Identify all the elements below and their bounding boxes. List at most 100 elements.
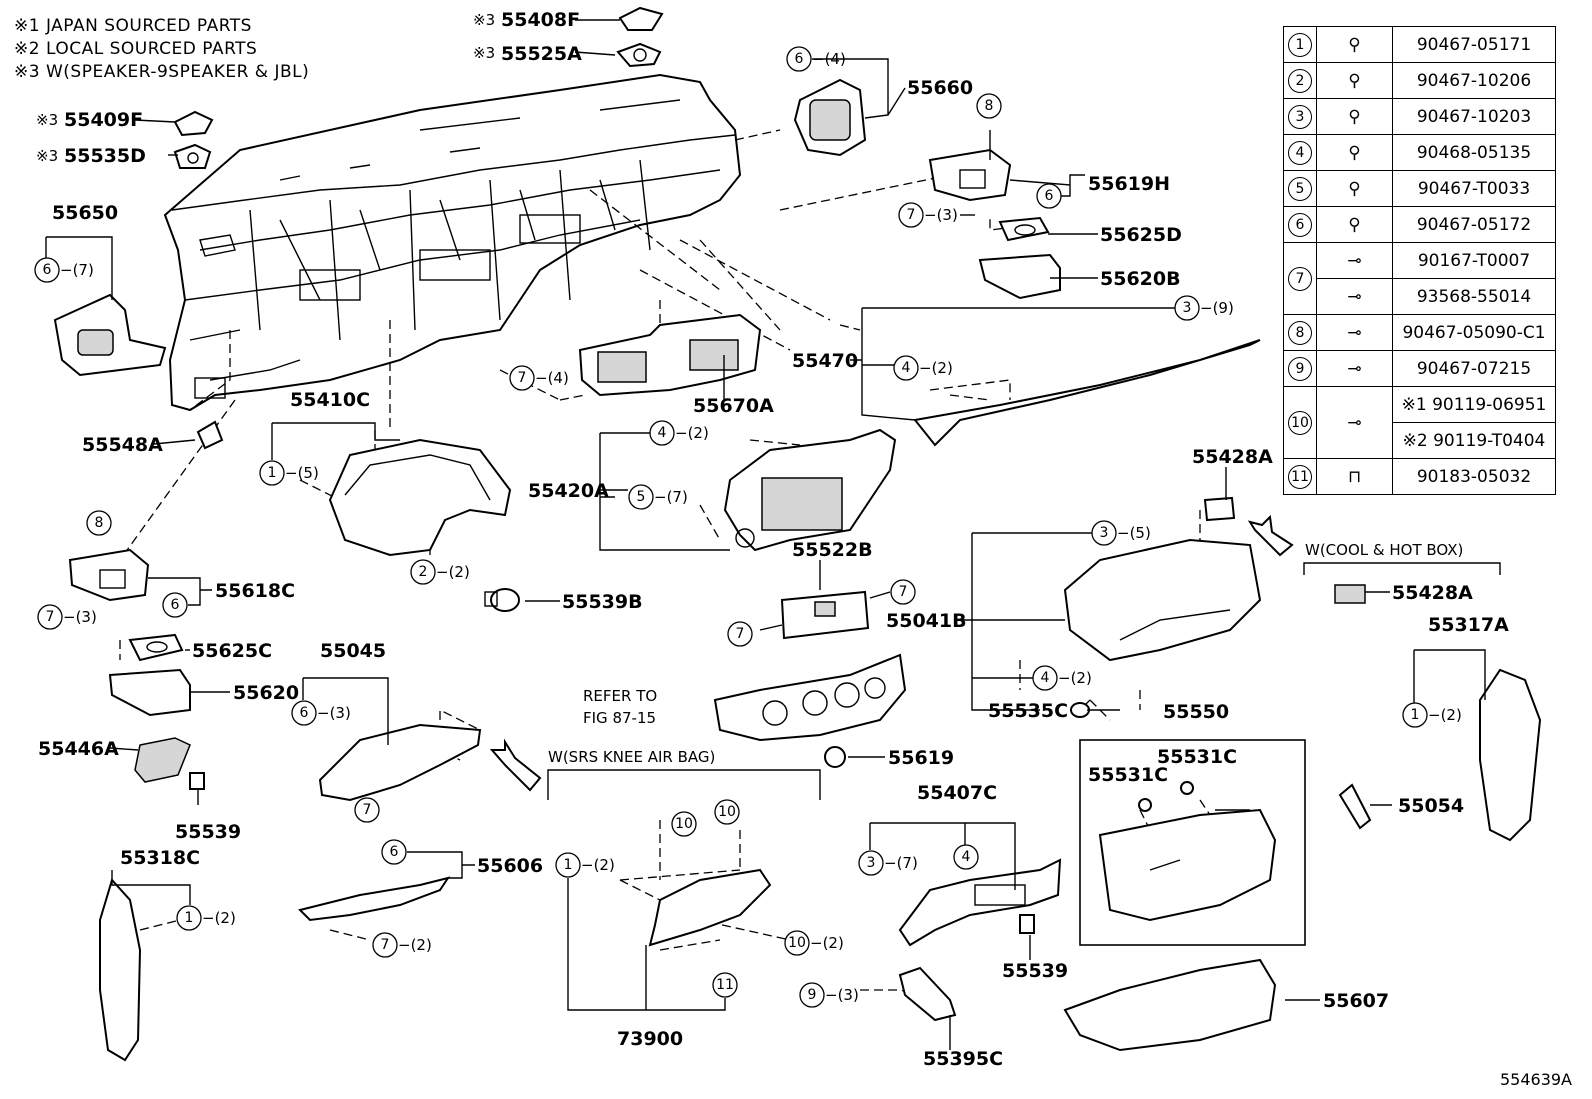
svg-text:4: 4 bbox=[962, 849, 971, 865]
ref-circle: 6 bbox=[381, 839, 407, 865]
ref-circle: 1 bbox=[259, 460, 285, 486]
ref-circle: 7 bbox=[727, 621, 753, 647]
legend-row: 7 ⊸ 90167-T0007 bbox=[1283, 242, 1556, 315]
ref-qty: −(2) bbox=[1058, 669, 1092, 687]
label-55607: 55607 bbox=[1323, 990, 1389, 1012]
legend-part-number: ※1 90119-06951 bbox=[1392, 386, 1556, 423]
legend-index: 5 bbox=[1283, 170, 1317, 207]
legend-part-number: 90467-10203 bbox=[1392, 98, 1556, 135]
legend-index: 10 bbox=[1283, 386, 1317, 459]
svg-text:8: 8 bbox=[95, 515, 104, 531]
label-55670A: 55670A bbox=[693, 395, 774, 417]
vent-55446A bbox=[134, 737, 191, 783]
label-55660: 55660 bbox=[907, 77, 973, 99]
legend-index: 4 bbox=[1283, 134, 1317, 171]
ref-circle: 4 bbox=[1032, 665, 1058, 691]
svg-text:7: 7 bbox=[46, 609, 55, 625]
fastener-legend-table: 1 ⚲ 90467-05171 2 ⚲ 90467-10206 3 ⚲ 9046… bbox=[1283, 26, 1556, 495]
clip-55531C-b bbox=[1180, 781, 1194, 795]
svg-text:11: 11 bbox=[716, 977, 734, 993]
legend-part-number: 90467-T0033 bbox=[1392, 170, 1556, 207]
lower-cover-55606 bbox=[298, 876, 451, 922]
ref-qty: −(7) bbox=[654, 488, 688, 506]
ref-circle: 11 bbox=[712, 972, 738, 998]
svg-text:7: 7 bbox=[363, 802, 372, 818]
speaker-grille-55525A bbox=[616, 42, 662, 68]
display-55522B bbox=[780, 590, 870, 640]
note-local-sourced: ※2 LOCAL SOURCED PARTS bbox=[14, 39, 258, 59]
svg-text:6: 6 bbox=[1045, 188, 1054, 204]
ref-qty: −(2) bbox=[810, 934, 844, 952]
ref-circle: 7 bbox=[890, 579, 916, 605]
nut-icon: ⊓ bbox=[1316, 458, 1393, 495]
ref-qty: −(2) bbox=[675, 424, 709, 442]
svg-text:10: 10 bbox=[718, 804, 736, 820]
left-vent-55650 bbox=[53, 293, 167, 377]
clip-icon: ⚲ bbox=[1316, 98, 1393, 135]
label-55446A: 55446A bbox=[38, 738, 119, 760]
label-55407C: 55407C bbox=[917, 782, 997, 804]
label-55535C: 55535C bbox=[988, 700, 1068, 722]
mark-speaker: ※3 bbox=[36, 111, 58, 129]
svg-text:3: 3 bbox=[867, 855, 876, 871]
box-55620 bbox=[108, 668, 191, 717]
ref-qty: −(7) bbox=[60, 261, 94, 279]
clip-icon: ⚲ bbox=[1316, 170, 1393, 207]
box-55620B bbox=[978, 253, 1061, 300]
label-55318C: 55318C bbox=[120, 847, 200, 869]
ref-qty: −(3) bbox=[63, 608, 97, 626]
mark-speaker: ※3 bbox=[473, 44, 495, 62]
legend-row: 2 ⚲ 90467-10206 bbox=[1283, 62, 1556, 99]
ref-circle: 4 bbox=[953, 844, 979, 870]
svg-text:5: 5 bbox=[637, 489, 646, 505]
ref-circle: 4 bbox=[893, 355, 919, 381]
refer-to-line2: FIG 87-15 bbox=[583, 709, 656, 727]
svg-text:2: 2 bbox=[419, 564, 428, 580]
mark-speaker: ※3 bbox=[473, 11, 495, 29]
legend-row: 4 ⚲ 90468-05135 bbox=[1283, 134, 1556, 171]
ref-circle: 1 bbox=[176, 905, 202, 931]
ref-circle: 10 bbox=[714, 799, 740, 825]
label-55619: 55619 bbox=[888, 747, 954, 769]
legend-row: 6 ⚲ 90467-05172 bbox=[1283, 206, 1556, 243]
refer-to-line1: REFER TO bbox=[583, 687, 657, 705]
glovebox-door-55041B bbox=[1063, 538, 1262, 662]
ref-qty: −(3) bbox=[825, 986, 859, 1004]
clip-55535C bbox=[1070, 702, 1090, 718]
bolt-icon: ⊸ bbox=[1316, 386, 1393, 459]
legend-part-number: 90467-10206 bbox=[1392, 62, 1556, 99]
svg-text:1: 1 bbox=[268, 465, 277, 481]
label-55539-left: 55539 bbox=[175, 821, 241, 843]
clip-icon: ⚲ bbox=[1316, 206, 1393, 243]
ref-circle: 3 bbox=[858, 850, 884, 876]
ref-qty: −(2) bbox=[581, 856, 615, 874]
legend-index: 6 bbox=[1283, 206, 1317, 243]
label-55620B: 55620B bbox=[1100, 268, 1181, 290]
leader-lines bbox=[45, 19, 1501, 1050]
legend-row: 5 ⚲ 90467-T0033 bbox=[1283, 170, 1556, 207]
label-55619H: 55619H bbox=[1088, 173, 1170, 195]
svg-text:1: 1 bbox=[564, 857, 573, 873]
knob-55619 bbox=[824, 746, 846, 768]
ref-circle: 7 bbox=[37, 604, 63, 630]
ref-qty: −(3) bbox=[924, 206, 958, 224]
legend-index: 11 bbox=[1283, 458, 1317, 495]
label-55408F: 55408F bbox=[501, 9, 580, 31]
speaker-cap-55409F bbox=[173, 110, 214, 137]
ref-qty: −(4) bbox=[812, 50, 846, 68]
ref-qty: −(2) bbox=[202, 909, 236, 927]
ref-circle: 1 bbox=[1402, 702, 1428, 728]
legend-row: 1 ⚲ 90467-05171 bbox=[1283, 26, 1556, 63]
label-55041B: 55041B bbox=[886, 610, 967, 632]
side-panel-55318C bbox=[99, 878, 142, 1062]
label-55650: 55650 bbox=[52, 202, 118, 224]
label-55539B: 55539B bbox=[562, 591, 643, 613]
legend-part-number: 90468-05135 bbox=[1392, 134, 1556, 171]
clip-icon: ⚲ bbox=[1316, 26, 1393, 63]
svg-text:4: 4 bbox=[658, 425, 667, 441]
svg-text:7: 7 bbox=[899, 584, 908, 600]
legend-part-number: 90183-05032 bbox=[1392, 458, 1556, 495]
label-55409F: 55409F bbox=[64, 109, 143, 131]
note-japan-sourced: ※1 JAPAN SOURCED PARTS bbox=[14, 16, 252, 36]
cup-plate-55625C bbox=[128, 633, 184, 662]
